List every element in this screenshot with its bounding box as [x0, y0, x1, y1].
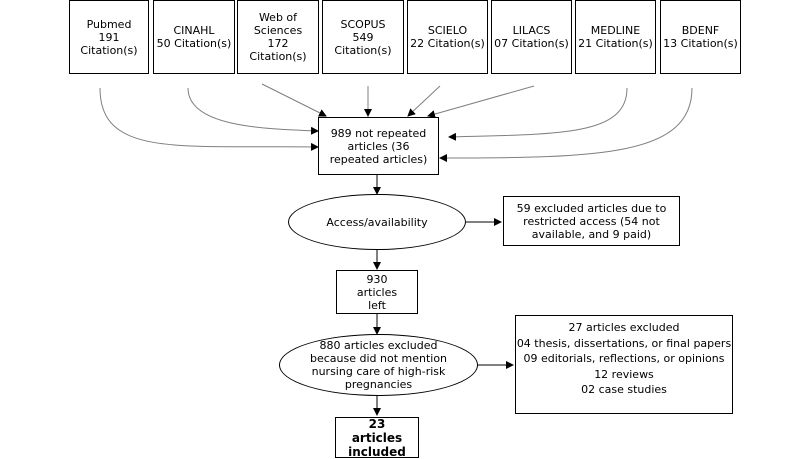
connector-medline: [448, 87, 628, 141]
source-name: Pubmed: [86, 17, 132, 31]
source-count: 21: [578, 37, 593, 50]
content-excluded-box: 27 articles excluded 04 thesis, disserta…: [515, 315, 733, 414]
remaining-articles-box: 930 articles left: [336, 270, 418, 314]
source-unit: Citation(s): [680, 37, 738, 50]
access-excluded-text: 59 excluded articles due to restricted a…: [516, 201, 667, 241]
access-step-text: Access/availability: [326, 215, 428, 229]
source-count-line: 22 Citation(s): [410, 37, 485, 50]
source-box-medline: MEDLINE 21 Citation(s): [575, 0, 656, 74]
source-box-cinahl: CINAHL 50 Citation(s): [153, 0, 235, 74]
access-step-ellipse: Access/availability: [288, 194, 466, 250]
content-excluded-editorials: 09 editorials, reflections, or opinions: [523, 352, 725, 365]
merged-articles-text: 989 not repeated articles (36 repeated a…: [329, 126, 428, 166]
content-step-ellipse: 880 articles excluded because did not me…: [279, 334, 478, 396]
source-box-lilacs: LILACS 07 Citation(s): [491, 0, 572, 74]
source-count-line: 13 Citation(s): [663, 37, 738, 50]
source-unit: Citation(s): [174, 37, 232, 50]
content-step-text: 880 articles excluded because did not me…: [309, 339, 448, 391]
source-unit: Citation(s): [249, 50, 307, 63]
source-count: 191: [98, 30, 120, 44]
source-count: 172: [267, 37, 289, 50]
source-box-pubmed: Pubmed 191 Citation(s): [69, 0, 149, 74]
remaining-articles-text: 930 articles left: [356, 272, 398, 312]
source-name: Web of Sciences: [253, 11, 303, 37]
source-count-line: 21 Citation(s): [578, 37, 653, 50]
content-excluded-reviews: 12 reviews: [594, 367, 654, 381]
source-unit: Citation(s): [80, 43, 138, 57]
source-unit: Citation(s): [427, 37, 485, 50]
source-count: 50: [156, 37, 171, 50]
source-name: CINAHL: [173, 24, 215, 37]
source-name: SCOPUS: [340, 17, 386, 31]
source-name: SCIELO: [427, 24, 468, 37]
source-count: 22: [410, 37, 425, 50]
content-excluded-theses: 04 thesis, dissertations, or final paper…: [516, 336, 732, 350]
included-articles-text: 23 articles included: [348, 416, 406, 459]
source-count: 549: [352, 30, 374, 44]
source-box-scopus: SCOPUS 549 Citation(s): [322, 0, 404, 74]
included-articles-box: 23 articles included: [335, 416, 419, 459]
source-box-scielo: SCIELO 22 Citation(s): [407, 0, 488, 74]
source-box-bdenf: BDENF 13 Citation(s): [660, 0, 741, 74]
connector-bdenf: [439, 87, 693, 162]
connector-pubmed: [99, 87, 319, 151]
content-excluded-total: 27 articles excluded: [568, 321, 680, 334]
source-name: MEDLINE: [590, 24, 641, 37]
connector-lilacs: [427, 85, 535, 118]
source-count: 07: [494, 37, 509, 50]
source-box-web-of-sciences: Web of Sciences 172 Citation(s): [237, 0, 319, 74]
source-count-line: 07 Citation(s): [494, 37, 569, 50]
source-count: 13: [663, 37, 678, 50]
source-name: LILACS: [512, 24, 551, 37]
content-excluded-case-studies: 02 case studies: [581, 383, 667, 396]
connector-wos: [261, 83, 327, 117]
connector-scielo: [407, 85, 441, 117]
source-name: BDENF: [681, 24, 720, 37]
access-excluded-box: 59 excluded articles due to restricted a…: [503, 196, 680, 246]
source-unit: Citation(s): [595, 37, 653, 50]
source-count-line: 50 Citation(s): [157, 37, 232, 50]
merged-articles-box: 989 not repeated articles (36 repeated a…: [318, 117, 439, 175]
source-unit: Citation(s): [334, 43, 392, 57]
connector-cinahl: [187, 87, 319, 135]
source-unit: Citation(s): [511, 37, 569, 50]
